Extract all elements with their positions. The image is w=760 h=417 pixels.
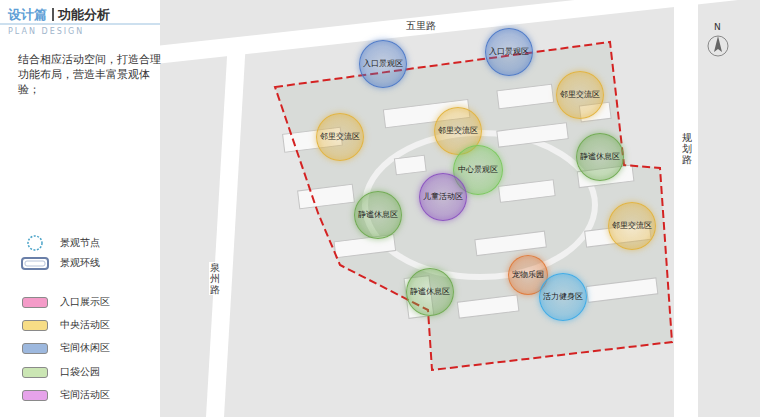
legend-swatch — [22, 367, 48, 378]
subtitle: PLAN DESIGN — [8, 27, 84, 36]
zone-label: 活力健身区 — [543, 292, 583, 302]
zone-circle: 活力健身区 — [539, 273, 587, 321]
zone-circle: 静谧休息区 — [576, 133, 624, 181]
zone-circle: 儿童活动区 — [419, 173, 467, 221]
zone-label: 邻里交流区 — [560, 90, 600, 100]
zone-label: 入口景观区 — [363, 59, 403, 69]
legend-text: 入口展示区 — [60, 295, 110, 309]
zone-circle: 静谧休息区 — [406, 268, 454, 316]
zone-label: 邻里交流区 — [438, 126, 478, 136]
description: 结合相应活动空间，打造合理功能布局，营造丰富景观体验； — [18, 52, 168, 98]
zone-circle: 静谧休息区 — [354, 191, 402, 239]
zone-label: 静谧休息区 — [358, 210, 398, 220]
zone-circle: 邻里交流区 — [556, 71, 604, 119]
zone-label: 邻里交流区 — [612, 221, 652, 231]
zone-label: 邻里交流区 — [320, 132, 360, 142]
road-name: 规划路 — [681, 132, 693, 165]
zone-circle: 邻里交流区 — [608, 202, 656, 250]
road-name: 泉州路 — [209, 262, 221, 295]
legend-swatch — [22, 343, 48, 354]
zone-circle: 邻里交流区 — [316, 113, 364, 161]
legend-text: 口袋公园 — [60, 365, 100, 379]
zone-label: 静谧休息区 — [410, 287, 450, 297]
legend-swatch — [22, 297, 48, 308]
slide-title: 功能分析 — [58, 6, 110, 24]
zone-circle: 入口景观区 — [485, 28, 533, 76]
legend-text: 中央活动区 — [60, 318, 110, 332]
legend-text: 景观节点 — [60, 236, 100, 250]
zone-label: 静谧休息区 — [580, 152, 620, 162]
legend-text: 宅间休闲区 — [60, 341, 110, 355]
zone-label: 中心景观区 — [458, 165, 498, 175]
zone-circle: 入口景观区 — [359, 40, 407, 88]
legend-text: 景观环线 — [60, 256, 100, 270]
zone-label: 宠物乐园 — [512, 270, 544, 280]
legend-swatch — [22, 320, 48, 331]
section-name: 设计篇 — [8, 6, 47, 24]
zone-label: 入口景观区 — [489, 47, 529, 57]
legend-swatch — [22, 390, 48, 401]
legend-text: 宅间活动区 — [60, 388, 110, 402]
north-label: N — [714, 22, 721, 32]
zone-label: 儿童活动区 — [423, 192, 463, 202]
road-name: 五里路 — [405, 19, 437, 33]
